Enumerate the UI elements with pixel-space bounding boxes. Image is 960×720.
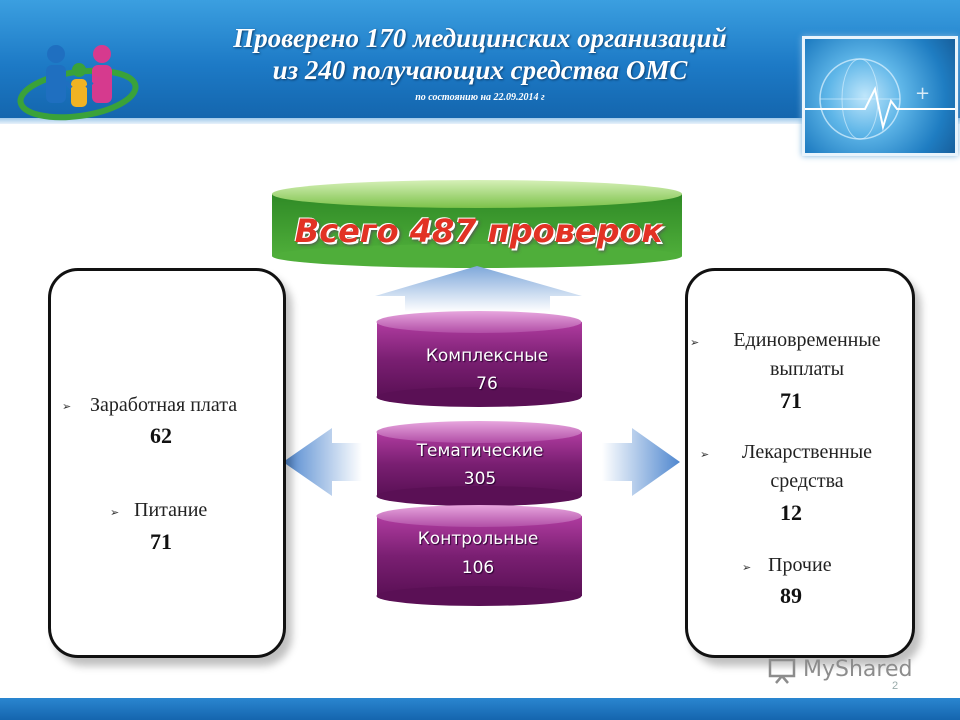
right-item-other-label: Прочие: [768, 554, 832, 576]
bullet-icon: ➢: [110, 506, 120, 519]
title-line-2: из 240 получающих средства ОМС: [272, 55, 688, 85]
cylinder-complex: [376, 311, 582, 407]
control-value: 106: [461, 558, 495, 578]
heartbeat-icon: +: [805, 58, 955, 140]
right-item-payments-value: 71: [780, 388, 802, 413]
left-item-food-label: Питание: [134, 499, 208, 521]
left-item-salary-value: 62: [150, 423, 172, 448]
left-category-box: [48, 268, 286, 658]
medical-globe-picture: +: [802, 36, 958, 156]
footer-band: [0, 698, 960, 720]
left-arrow: [283, 428, 362, 496]
thematic-value: 305: [463, 469, 497, 489]
left-item-food-value: 71: [150, 529, 172, 554]
thematic-label: Тематические: [416, 441, 544, 461]
presentation-icon: [768, 658, 796, 684]
cylinder-control: [376, 505, 582, 606]
watermark-text: MyShared: [803, 657, 913, 682]
header-band: [0, 0, 960, 118]
right-item-payments-line2: выплаты: [769, 358, 845, 380]
bullet-icon: ➢: [62, 400, 72, 413]
left-item-salary-label: Заработная плата: [90, 394, 238, 416]
control-label: Контрольные: [417, 529, 539, 549]
right-item-drugs-line2: средства: [770, 470, 844, 492]
right-item-drugs-line1: Лекарственные: [741, 441, 873, 463]
complex-label: Комплексные: [425, 346, 549, 366]
up-arrow: [375, 266, 582, 312]
title-line-1: Проверено 170 медицинских организаций: [233, 23, 727, 53]
watermark: MyShared: [768, 656, 938, 692]
page-number: 2: [892, 680, 899, 692]
right-item-drugs-value: 12: [780, 500, 802, 525]
cylinder-thematic: [376, 421, 582, 506]
page-title: Проверено 170 медицинских организаций из…: [150, 22, 810, 86]
right-category-box: [685, 268, 915, 658]
right-item-payments-line1: Единовременные: [733, 329, 881, 351]
total-cylinder: [272, 180, 682, 268]
bullet-icon: ➢: [742, 561, 752, 574]
header-divider: [0, 118, 960, 124]
bullet-icon: ➢: [700, 448, 710, 461]
family-logo-icon: [17, 45, 139, 121]
bullet-icon: ➢: [690, 336, 700, 349]
total-checks-label: Всего 487 проверок: [294, 212, 664, 250]
right-item-other-value: 89: [780, 583, 802, 608]
complex-value: 76: [476, 374, 498, 394]
page-subtitle: по состоянию на 22.09.2014 г: [415, 92, 545, 103]
svg-text:+: +: [915, 83, 930, 104]
right-arrow: [602, 428, 680, 496]
